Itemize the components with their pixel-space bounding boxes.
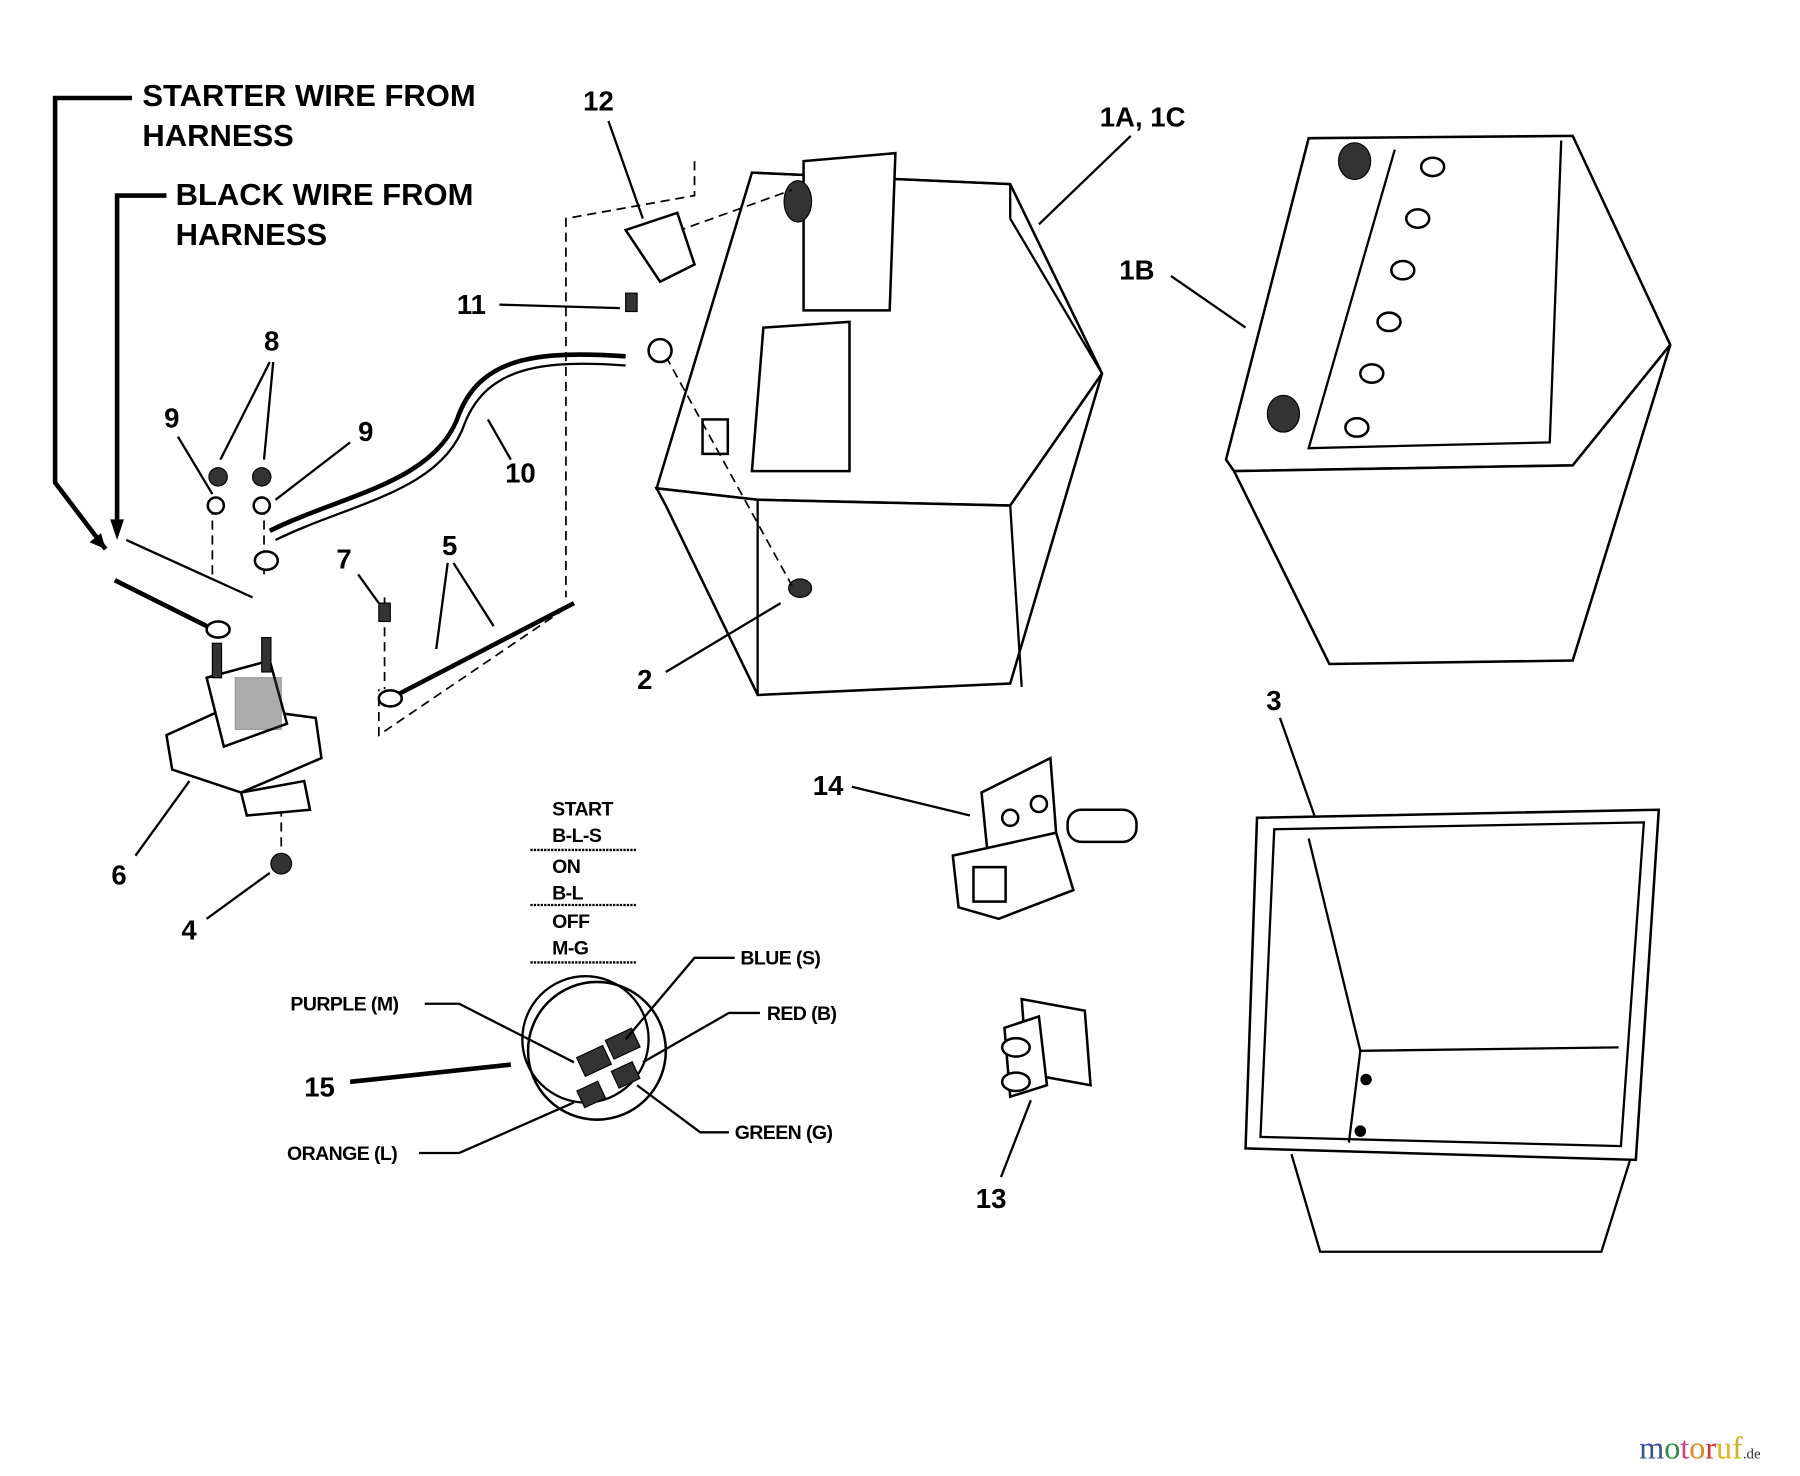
switch-14 <box>951 756 1138 921</box>
starter-wire-callout: STARTER WIRE FROM HARNESS <box>52 78 476 551</box>
wire-label-orange: ORANGE (L) <box>287 1143 397 1165</box>
cable-5 <box>389 601 576 701</box>
table-text: B-L-S <box>552 825 602 847</box>
part-number: 10 <box>505 458 536 489</box>
part-number: 14 <box>813 770 844 801</box>
part-callouts: 12 1A, 1C 1B 11 8 9 9 10 7 5 2 3 6 4 14 … <box>111 86 1316 1214</box>
callout-label: HARNESS <box>176 217 328 252</box>
part-number: 13 <box>976 1183 1007 1214</box>
terminal-cover-12 <box>623 211 697 284</box>
table-text: ON <box>552 856 580 878</box>
table-text: B-L <box>552 882 583 904</box>
table-text: START <box>552 798 613 820</box>
part-number: 5 <box>442 530 457 561</box>
battery-1b <box>1224 134 1672 666</box>
callout-label: BLACK WIRE FROM <box>176 177 474 212</box>
wire-label-purple: PURPLE (M) <box>290 994 398 1016</box>
battery-tray-3 <box>1244 808 1661 1253</box>
battery-cable-10 <box>268 352 626 533</box>
ignition-switch-15 <box>521 975 668 1121</box>
wire-label-red: RED (B) <box>767 1003 837 1025</box>
part-number: 1B <box>1119 254 1154 285</box>
battery-1a-1c <box>654 151 1104 697</box>
part-number: 4 <box>181 914 197 945</box>
motoruf-watermark-logo: motoruf.de <box>1639 1429 1761 1465</box>
table-text: M-G <box>552 937 588 959</box>
wire-label-blue: BLUE (S) <box>740 948 820 970</box>
part-number: 7 <box>336 544 351 575</box>
wire-label-green: GREEN (G) <box>735 1122 833 1144</box>
switch-position-table: START B-L-S ON B-L OFF M-G <box>530 798 638 964</box>
part-number: 12 <box>583 86 614 117</box>
part-number: 15 <box>304 1072 335 1103</box>
part-number: 6 <box>111 859 126 890</box>
black-wire-callout: BLACK WIRE FROM HARNESS <box>110 177 473 540</box>
part-number: 2 <box>637 664 652 695</box>
part-number: 3 <box>1266 685 1281 716</box>
part-number: 9 <box>164 402 179 433</box>
callout-label: HARNESS <box>142 118 294 153</box>
solenoid-6 <box>165 636 323 817</box>
part-number: 8 <box>264 326 279 357</box>
part-number: 11 <box>457 289 486 320</box>
cell-caps <box>1344 156 1446 438</box>
svg-text:motoruf.de: motoruf.de <box>1639 1429 1761 1465</box>
part-number: 1A, 1C <box>1100 102 1186 133</box>
switch-13 <box>1000 997 1092 1099</box>
wire-labels: PURPLE (M) ORANGE (L) BLUE (S) RED (B) G… <box>287 948 837 1165</box>
part-number: 9 <box>358 416 373 447</box>
table-text: OFF <box>552 911 590 933</box>
callout-label: STARTER WIRE FROM <box>142 78 475 113</box>
